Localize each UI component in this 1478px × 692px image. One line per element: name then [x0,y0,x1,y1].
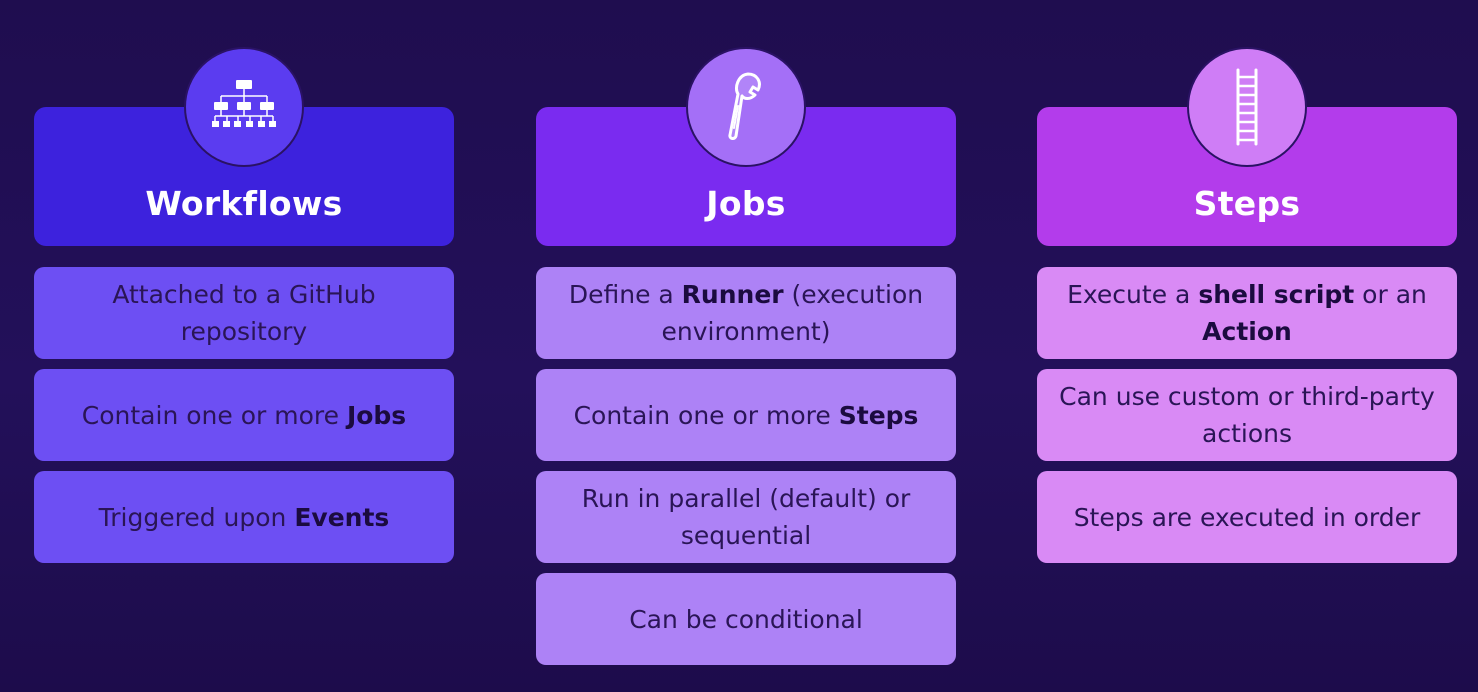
card-text-bold: shell script [1198,280,1355,309]
wrench-icon [686,47,806,167]
jobs-card-text: Define a Runner (execution environment) [554,276,938,350]
steps-card: Execute a shell script or an Action [1037,267,1457,359]
steps-title: Steps [1193,184,1301,223]
workflow-hierarchy-icon [184,47,304,167]
jobs-card: Can be conditional [536,573,956,665]
card-text-segment: Triggered upon [98,502,295,532]
ladder-icon [1187,47,1307,167]
jobs-card: Contain one or more Steps [536,369,956,461]
card-text-segment: Attached to a GitHub repository [112,280,376,346]
steps-card-text: Execute a shell script or an Action [1055,276,1439,350]
jobs-card-text: Run in parallel (default) or sequential [554,480,938,554]
card-text-segment: Contain one or more [81,400,347,430]
card-text-segment: Run in parallel (default) or sequential [581,484,911,550]
card-text-segment: Execute a [1067,280,1199,309]
workflows-card: Triggered upon Events [34,471,454,563]
steps-card: Steps are executed in order [1037,471,1457,563]
jobs-card-text: Can be conditional [629,601,863,638]
workflows-card-text: Contain one or more Jobs [82,397,406,434]
card-text-bold: Action [1202,317,1292,346]
card-text-segment: Can be conditional [629,604,863,634]
jobs-card: Run in parallel (default) or sequential [536,471,956,563]
card-text-segment: (execution environment) [661,280,924,346]
card-text-bold: Steps [838,400,919,430]
workflows-card-text: Attached to a GitHub repository [52,276,436,350]
card-text-segment: Can use custom or third-party actions [1059,382,1435,448]
card-text-segment: Steps are executed in order [1073,502,1421,532]
card-text-bold: Runner [681,280,784,309]
card-text-segment: Contain one or more [573,400,839,430]
card-text-segment: or an [1354,280,1427,309]
jobs-card: Define a Runner (execution environment) [536,267,956,359]
jobs-card-text: Contain one or more Steps [574,397,919,434]
steps-card-text: Can use custom or third-party actions [1055,378,1439,452]
workflows-title: Workflows [145,184,343,223]
workflows-card: Contain one or more Jobs [34,369,454,461]
steps-card: Can use custom or third-party actions [1037,369,1457,461]
jobs-title: Jobs [706,184,786,223]
workflows-card: Attached to a GitHub repository [34,267,454,359]
card-text-bold: Events [294,502,390,532]
card-text-bold: Jobs [346,400,407,430]
workflows-card-text: Triggered upon Events [99,499,390,536]
steps-card-text: Steps are executed in order [1074,499,1421,536]
card-text-segment: Define a [568,280,682,309]
